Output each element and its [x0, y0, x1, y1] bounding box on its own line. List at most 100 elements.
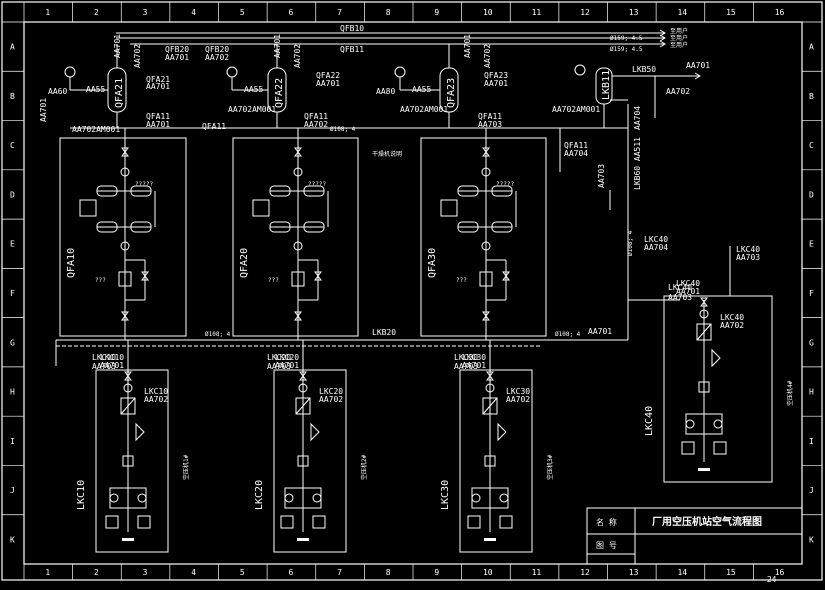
grid-col-label: 7	[337, 568, 342, 577]
grid-row-label: K	[809, 535, 814, 544]
compressor-tag: LKC10	[92, 353, 116, 362]
grid-col-label: 6	[288, 568, 293, 577]
aa701b-label: AA701	[165, 53, 189, 62]
compressor-tag: AA701	[462, 361, 486, 370]
compressor-label: LKC40	[644, 406, 655, 436]
lbl-aa60: AA60	[48, 87, 67, 96]
page-number: —24—	[762, 575, 781, 584]
compressor-tag: LKC40	[720, 313, 744, 322]
dryer-note-a: ???	[456, 277, 467, 284]
grid-col-label: 16	[775, 568, 785, 577]
grid-row-label: I	[10, 437, 15, 446]
grid-col-label: 4	[191, 8, 196, 17]
compressor-tag: LKC30	[462, 353, 486, 362]
lbl-qfa11d-aa: AA704	[564, 149, 588, 158]
grid-col-label: 7	[337, 8, 342, 17]
grid-row-label: H	[10, 388, 15, 397]
dest-label-2: 至用户	[670, 34, 688, 42]
lbl-qfa11b: QFA11	[304, 112, 328, 121]
grid-col-label: 11	[532, 568, 542, 577]
grid-row-label: A	[809, 43, 814, 52]
grid-row-label: B	[809, 92, 814, 101]
lbl-dryer-note: 干燥机说明	[372, 150, 402, 158]
grid-col-label: 6	[288, 8, 293, 17]
lbl-qfa21-aa: AA701	[146, 82, 170, 91]
grid-col-label: 2	[94, 8, 99, 17]
lbl-aa701-g: AA701	[588, 327, 612, 336]
pipe-size-b: Ø159; 4.5	[610, 46, 643, 53]
compressor-tag: LKC20	[275, 353, 299, 362]
tag-aa702-1: AA702	[133, 44, 142, 68]
lbl-qfa22-aa: AA701	[316, 79, 340, 88]
title-block: 名 称 厂用空压机站空气流程图 图 号	[586, 507, 803, 565]
grid-col-label: 9	[434, 8, 439, 17]
dryer-note-a: ???	[268, 277, 279, 284]
grid-col-label: 11	[532, 8, 542, 17]
tank-label-qfa21: QFA21	[114, 78, 125, 108]
compressor-tag: AA701	[275, 361, 299, 370]
compressor-tag: LKC30	[506, 387, 530, 396]
pipe-size-a: Ø159; 4.5	[610, 35, 643, 42]
grid-col-label: 15	[726, 8, 736, 17]
aa702b-label: AA702	[205, 53, 229, 62]
compressor-side-note: 空压机2#	[360, 454, 368, 480]
lbl-aa702am001-a: AA702AM001	[72, 125, 120, 134]
dryer-note-b: ?????	[135, 181, 153, 188]
compressor-tag: AA702	[319, 395, 343, 404]
lbl-qfa11a-aa: AA701	[146, 120, 170, 129]
grid-col-label: 1	[45, 8, 50, 17]
dryer-unit-3: QFA30????????	[420, 128, 547, 340]
lbl-qfa11-main: QFA11	[202, 122, 226, 131]
tank-lkb11: LKB11	[574, 64, 701, 128]
outer-border	[1, 1, 823, 581]
grid-row-label: E	[809, 240, 814, 249]
grid-col-label: 3	[143, 568, 148, 577]
dryer-unit-1: QFA10????????	[59, 128, 187, 340]
lbl-qfa23: QFA23	[484, 71, 508, 80]
lbl-aa704-v: AA704	[633, 106, 642, 130]
mid-pipe: LKB20 Ø108; 4 Ø108; 4 AA701	[55, 246, 731, 366]
lbl-qfa11d: QFA11	[564, 141, 588, 150]
lbl-aa701-r: AA701	[686, 61, 710, 70]
lbl-pipe108d: Ø108; 4	[555, 331, 581, 338]
lbl-pipe108b: Ø108; 4	[627, 230, 634, 256]
lbl-qfa22: QFA22	[316, 71, 340, 80]
grid-row-label: F	[10, 289, 15, 298]
compressor-tag: LKC20	[319, 387, 343, 396]
lbl-qfa21: QFA21	[146, 75, 170, 84]
lbl-aa702am001-d: AA702AM001	[552, 105, 600, 114]
lbl-pipe108a: Ø108; 4	[330, 126, 356, 133]
upper-labels: AA60 AA55 QFA21 AA701 AA701 AA702AM001 Q…	[39, 61, 760, 262]
lbl-lkb20: LKB20	[372, 328, 396, 337]
lbl-aa702-r: AA702	[666, 87, 690, 96]
grid-col-label: 1	[45, 568, 50, 577]
tank-label-lkb11: LKB11	[601, 70, 612, 100]
grid-row-label: G	[809, 338, 814, 347]
dryer-label: QFA20	[239, 248, 250, 278]
grid-row-label: H	[809, 388, 814, 397]
dryer-note-b: ?????	[308, 181, 326, 188]
grid-col-label: 14	[677, 568, 687, 577]
tag-aa702-3: AA702	[483, 44, 492, 68]
lbl-aa55c: AA55	[412, 85, 431, 94]
lbl-qfa11b-aa: AA702	[304, 120, 328, 129]
lbl-lkc40-aa703b: AA703	[736, 253, 760, 262]
tank-label-qfa22: QFA22	[274, 78, 285, 108]
lbl-qfa11c-aa: AA703	[478, 120, 502, 129]
compressor-label: LKC30	[440, 480, 451, 510]
lbl-lkb60: LKB60 AA511	[633, 137, 642, 190]
drawing-no-label: 图 号	[596, 541, 617, 550]
qfb10-label: QFB10	[340, 24, 364, 33]
grid-row-label: D	[10, 190, 15, 199]
compressor-tag: LKC40	[668, 283, 692, 292]
dest-label-3: 至用户	[670, 41, 688, 49]
compressor-tag: LKC20	[267, 353, 291, 362]
compressor-tag: AA702	[720, 321, 744, 330]
compressor-tag: AA703	[454, 362, 478, 371]
lbl-aa702am001-c: AA702AM001	[400, 105, 448, 114]
